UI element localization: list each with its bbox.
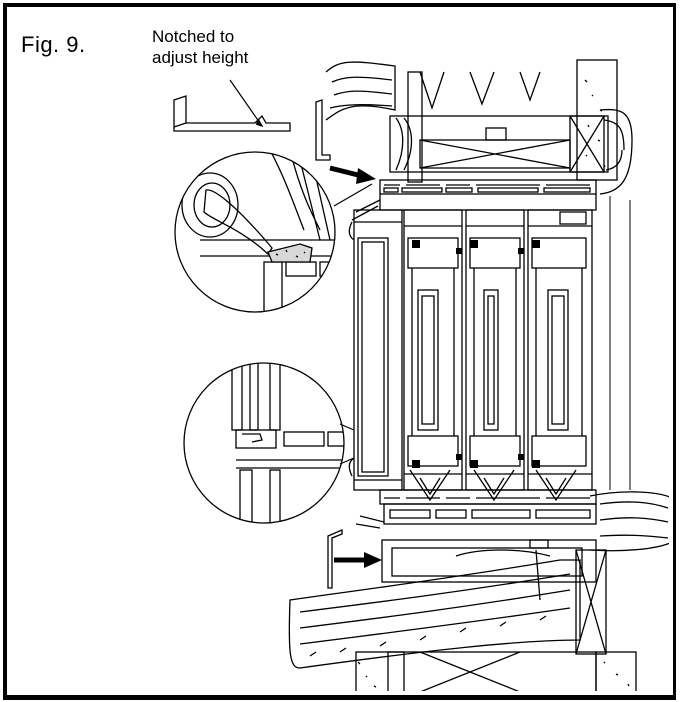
window-frame [348, 179, 597, 529]
seal-blocks [412, 240, 540, 468]
top-arrow [329, 165, 376, 184]
notched-trim-piece [173, 79, 331, 161]
detail-circle-bottom [183, 362, 355, 524]
callout-text: Notched to adjust height [152, 27, 249, 67]
figure-label: Fig. 9. [21, 32, 86, 57]
sill-assembly [288, 491, 669, 691]
sash-2 [465, 209, 525, 491]
sash-3 [527, 209, 593, 491]
header-wall [325, 59, 633, 195]
detail-circle-top [174, 151, 373, 313]
sash-1 [403, 209, 463, 491]
bottom-arrow [334, 552, 382, 568]
